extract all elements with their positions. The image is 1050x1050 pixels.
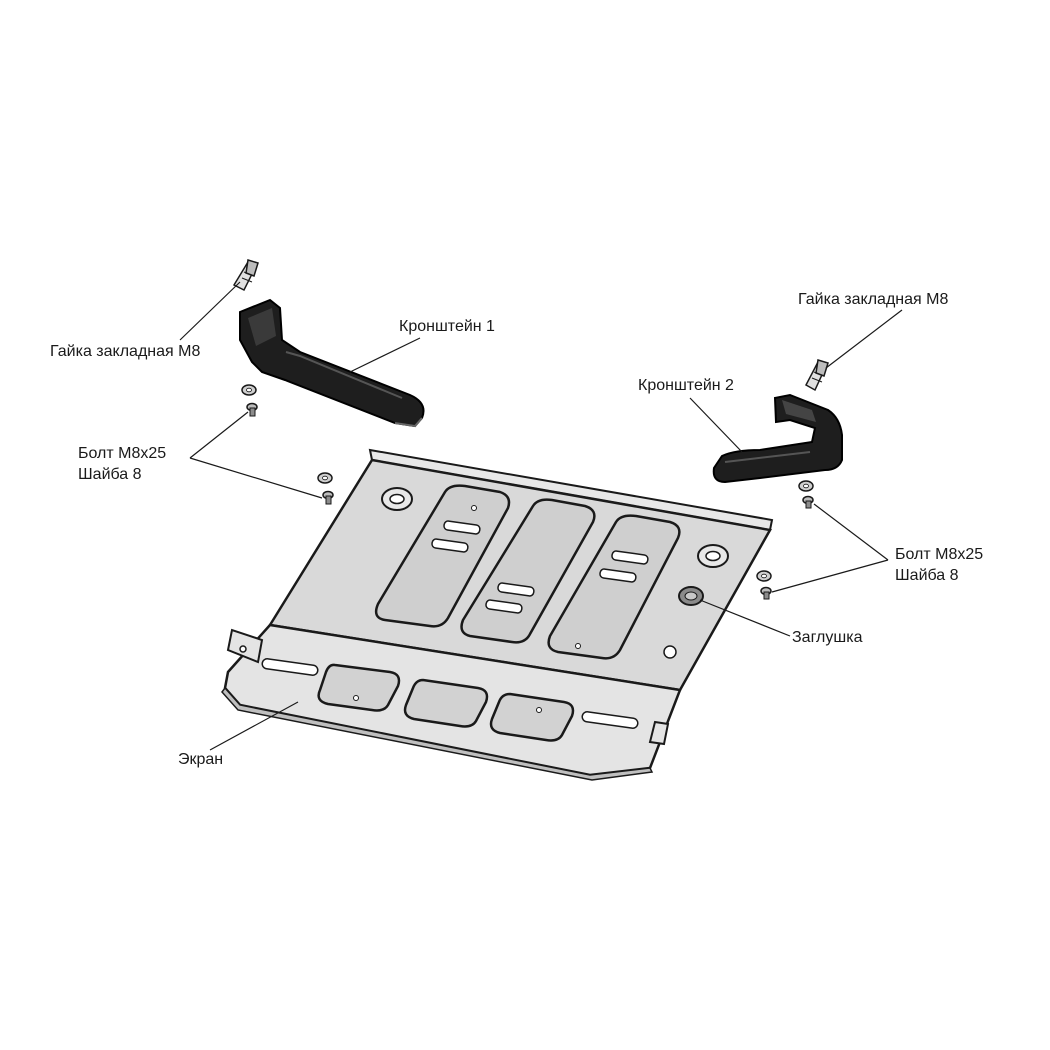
insert-nut-right bbox=[804, 359, 829, 392]
label-bolt-left-line2: Шайба 8 bbox=[78, 466, 142, 483]
skid-plate bbox=[221, 448, 774, 781]
label-bracket-2: Кронштейн 2 bbox=[638, 377, 734, 394]
label-nut-left: Гайка закладная М8 bbox=[50, 343, 201, 360]
label-bolt-right-line2: Шайба 8 bbox=[895, 567, 959, 584]
label-screen: Экран bbox=[178, 751, 224, 768]
bracket-2 bbox=[712, 393, 843, 484]
label-nut-right: Гайка закладная М8 bbox=[798, 291, 949, 308]
bracket-1 bbox=[239, 298, 425, 428]
label-bracket-1: Кронштейн 1 bbox=[399, 318, 495, 335]
insert-nut-left bbox=[232, 259, 259, 292]
bolt-washer-left-bottom bbox=[317, 472, 334, 505]
bolt-washer-right-top bbox=[798, 480, 814, 509]
leader-lines bbox=[179, 281, 903, 751]
bolt-washer-left-top bbox=[241, 384, 258, 417]
label-bolt-left-line1: Болт М8х25 bbox=[78, 445, 167, 462]
label-plug: Заглушка bbox=[792, 629, 863, 646]
bolt-washer-right-bottom bbox=[756, 570, 772, 600]
label-bolt-right-line1: Болт М8х25 bbox=[895, 546, 984, 563]
